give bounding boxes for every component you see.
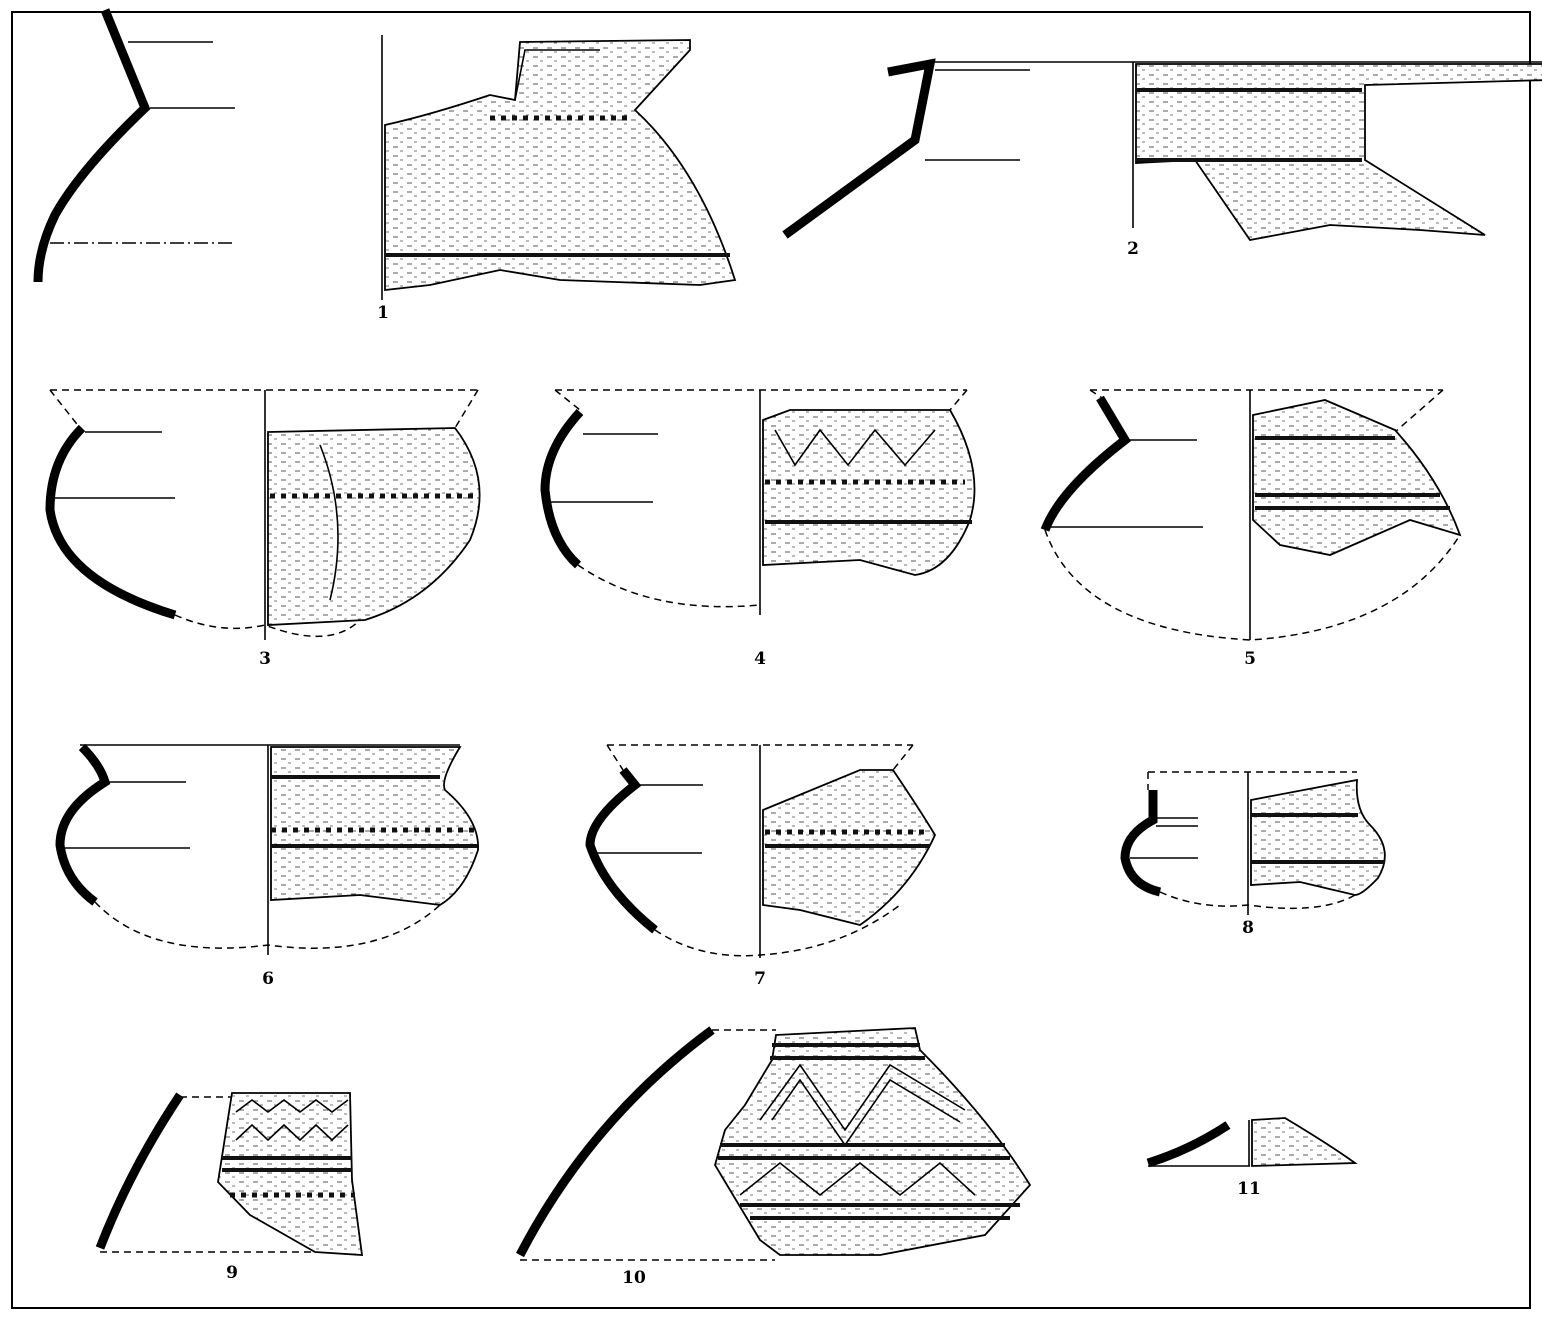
vessel-4: 4 bbox=[540, 389, 976, 669]
vessel-9: 9 bbox=[95, 1092, 364, 1283]
vessel-label-9: 9 bbox=[226, 1263, 238, 1283]
vessel-11: 11 bbox=[1146, 1117, 1358, 1199]
plate-border bbox=[11, 11, 1531, 1309]
vessel-label-5: 5 bbox=[1244, 649, 1256, 669]
vessel-label-6: 6 bbox=[262, 969, 274, 989]
vessel-10: 10 bbox=[516, 1026, 1032, 1288]
vessel-label-3: 3 bbox=[259, 649, 271, 669]
vessel-2: 2 bbox=[782, 58, 1542, 259]
vessel-label-1: 1 bbox=[377, 303, 389, 323]
vessel-3: 3 bbox=[45, 389, 481, 669]
vessel-label-7: 7 bbox=[754, 969, 766, 989]
vessel-8: 8 bbox=[1120, 771, 1386, 938]
vessel-label-10: 10 bbox=[622, 1268, 646, 1288]
vessel-label-8: 8 bbox=[1242, 918, 1254, 938]
vessel-7: 7 bbox=[585, 744, 937, 989]
vessel-label-11: 11 bbox=[1237, 1179, 1261, 1199]
vessel-5: 5 bbox=[1040, 389, 1462, 669]
vessel-label-2: 2 bbox=[1127, 239, 1139, 259]
vessel-6: 6 bbox=[55, 743, 479, 989]
vessel-1: 1 bbox=[33, 8, 737, 323]
vessel-label-4: 4 bbox=[754, 649, 766, 669]
